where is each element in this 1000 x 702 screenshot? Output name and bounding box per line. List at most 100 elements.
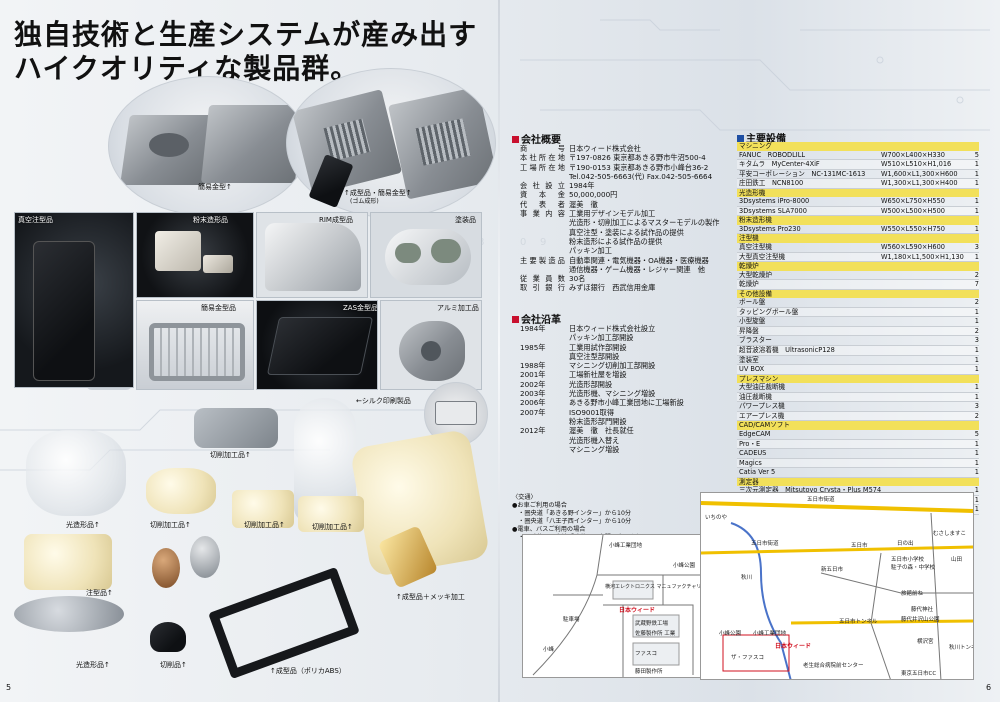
map-label: むさしますこ: [933, 531, 967, 537]
equipment-spec: [881, 346, 971, 355]
company-key: 主要製造品: [520, 255, 565, 265]
label-molded-plating: ↑成型品＋メッキ加工: [396, 593, 465, 601]
company-value: 1984年: [569, 181, 595, 191]
map-label: 老生総合病院前センター: [803, 663, 864, 669]
equipment-qty: 1: [974, 383, 979, 392]
red-square-icon: [512, 136, 519, 143]
equipment-name: 3Dsystems SLA7000: [739, 206, 807, 215]
equipment-name: 油圧裁断機: [739, 392, 772, 401]
equipment-qty: 2: [974, 411, 979, 420]
label-rim: RIM成型品: [319, 216, 353, 224]
history-event: 粉末造形部門開設: [569, 416, 627, 426]
company-value: 光造形・切削加工によるマスターモデルの製作: [569, 218, 720, 228]
mold-circle-photo: [108, 76, 308, 216]
map-label: 横河エレクトロニクス マニュファクチャリング: [605, 584, 712, 590]
label-simple-mold: 簡易金型品: [201, 304, 236, 312]
equipment-qty: 1: [974, 346, 979, 355]
equipment-spec: W1,600×L1,300×H600: [881, 169, 958, 178]
history-event: 光造形機、マシニング増設: [569, 389, 656, 399]
history-row: 2001年 工場新社屋を増設: [520, 370, 740, 379]
label-optical2: 光造形品↑: [76, 661, 110, 669]
equipment-row: エアープレス機 2: [737, 411, 979, 422]
powder-part-small: [203, 255, 233, 273]
company-key: 工場所在地: [520, 162, 565, 172]
svg-text:0: 0: [520, 237, 526, 248]
label-molded-part-sub: (ゴム成形): [350, 198, 379, 205]
map-label: 藤田製作所: [635, 669, 663, 675]
equipment-spec: [881, 356, 971, 365]
equipment-spec: [881, 308, 971, 317]
vacuum-cast-part: [33, 241, 95, 381]
equipment-spec: [881, 298, 971, 307]
map-label: 小峰工業団地: [753, 631, 787, 637]
equipment-spec: [881, 271, 971, 280]
photo-painted: 塗装品: [370, 212, 482, 298]
history-year: [520, 352, 569, 361]
history-year: 2006年: [520, 398, 546, 408]
equipment-name: 小型旋盤: [739, 317, 766, 326]
history-row: 2003年光造形機、マシニング増設: [520, 389, 740, 398]
label-mold: 簡易金型↑: [198, 183, 232, 191]
equipment-name: エアープレス機: [739, 411, 785, 420]
equipment-name: ブラスター: [739, 336, 772, 345]
equipment-name: 三次元測定器 Mitsutoyo Crysta・Plus M574: [739, 486, 881, 495]
map-label: 小峰工業団地: [609, 543, 643, 549]
label-cut2: 切削加工品↑: [150, 521, 191, 529]
history-row: マシニング増設: [520, 445, 740, 454]
equipment-qty: 1: [974, 179, 979, 188]
equipment-category: その他設備: [737, 289, 979, 299]
equipment-qty: 1: [974, 197, 979, 206]
aluminum-hole: [421, 341, 441, 361]
company-value: 〒190-0153 東京都あきる野市小峰台36-2: [569, 162, 709, 172]
company-heading: 会社概要: [512, 131, 561, 146]
equipment-qty: 1: [974, 458, 979, 467]
equipment-name: キタムラ MyCenter-4XiF: [739, 160, 820, 169]
equipment-qty: 1: [974, 439, 979, 448]
equipment-spec: [881, 280, 971, 289]
map-label: 日の出: [897, 541, 914, 547]
history-heading: 会社沿革: [512, 311, 561, 326]
equipment-row: タッピングボール盤 1: [737, 307, 979, 318]
map-label: 駐子の森・中学校: [891, 565, 936, 571]
equipment-qty: 1: [974, 307, 979, 316]
history-event: 工場新社屋を増設: [569, 370, 627, 380]
page-number-left: 5: [6, 683, 12, 692]
black-cut-part: [150, 622, 186, 652]
clear-optical-part: [26, 430, 126, 516]
equipment-qty: 1: [974, 252, 979, 261]
company-row: 本社所在地〒197-0826 東京都あきる野市牛沼500-4: [520, 153, 740, 162]
history-year: 2001年: [520, 370, 546, 380]
label-silk: ←シルク印刷製品: [356, 397, 411, 405]
history-event: 日本ウィード株式会社設立: [569, 324, 656, 333]
equipment-qty: 1: [974, 206, 979, 215]
equipment-category: 測定器: [737, 477, 979, 487]
map-label: 五日市: [851, 543, 868, 549]
company-key: 取引銀行: [520, 283, 565, 293]
label-zas: ZAS金型品: [343, 304, 378, 312]
spaceship-model: [14, 596, 124, 632]
history-year: [520, 445, 569, 454]
equipment-name: Magics: [739, 458, 762, 467]
company-value: 渥美 徹: [569, 199, 598, 209]
company-key: 本社所在地: [520, 153, 565, 163]
map-label: 駐車場: [563, 617, 580, 623]
equipment-qty: 1: [974, 392, 979, 401]
equipment-name: タッピングボール盤: [739, 307, 799, 316]
map-label-company: 日本ウィード: [775, 643, 812, 650]
equipment-spec: W1,300×L1,300×H400: [881, 179, 958, 188]
history-row: 1988年マシニング切削加工部開設: [520, 361, 740, 370]
equipment-qty: 1: [974, 317, 979, 326]
map-label-company: 日本ウィード: [619, 607, 656, 614]
label-molded-part: ↑成型品・簡易金型↑: [344, 189, 412, 197]
label-cut4: 切削加工品↑: [312, 523, 353, 531]
access-line: ・圏央道「八王子西インター」から10分: [512, 517, 632, 525]
equipment-spec: [881, 402, 971, 411]
equipment-name: 昇降盤: [739, 326, 759, 335]
